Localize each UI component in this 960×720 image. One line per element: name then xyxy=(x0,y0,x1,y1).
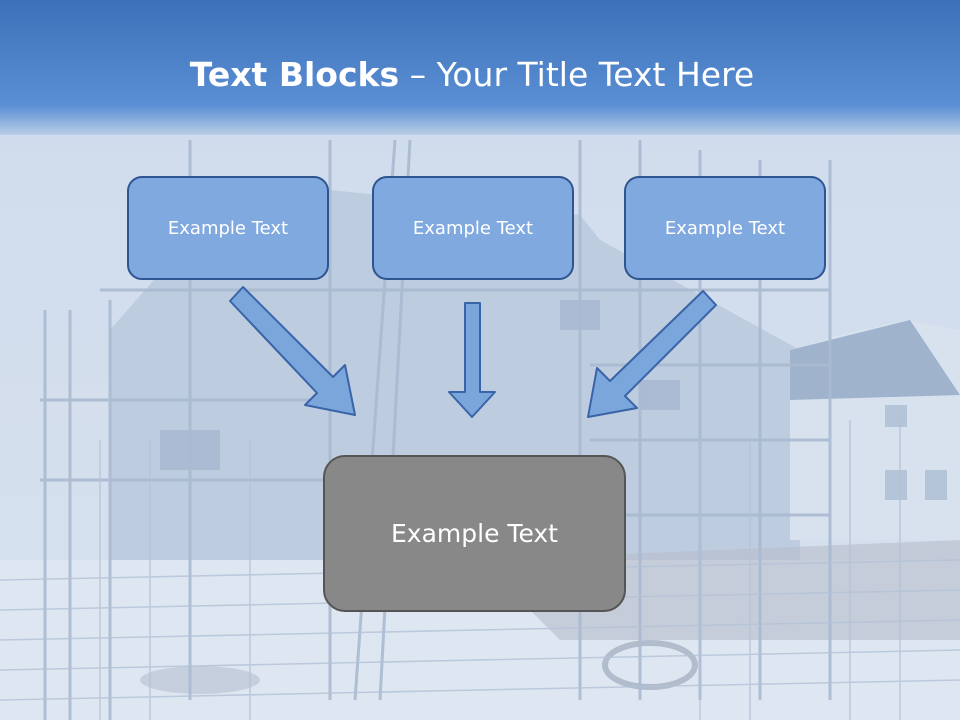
text-block-right-label: Example Text xyxy=(664,217,786,239)
text-block-right[interactable]: Example Text xyxy=(624,176,826,280)
text-block-bottom[interactable]: Example Text xyxy=(323,455,626,612)
arrow-left-diagonal xyxy=(229,286,356,416)
title-rest: – Your Title Text Here xyxy=(399,55,755,94)
text-block-center[interactable]: Example Text xyxy=(372,176,574,280)
arrow-right-diagonal xyxy=(587,290,717,418)
arrow-center-down xyxy=(448,302,496,418)
slide-title: Text Blocks – Your Title Text Here xyxy=(0,52,944,98)
title-bold: Text Blocks xyxy=(189,55,400,94)
text-block-left[interactable]: Example Text xyxy=(127,176,329,280)
text-block-left-label: Example Text xyxy=(167,217,289,239)
text-block-center-label: Example Text xyxy=(412,217,534,239)
text-block-bottom-label: Example Text xyxy=(391,519,558,548)
